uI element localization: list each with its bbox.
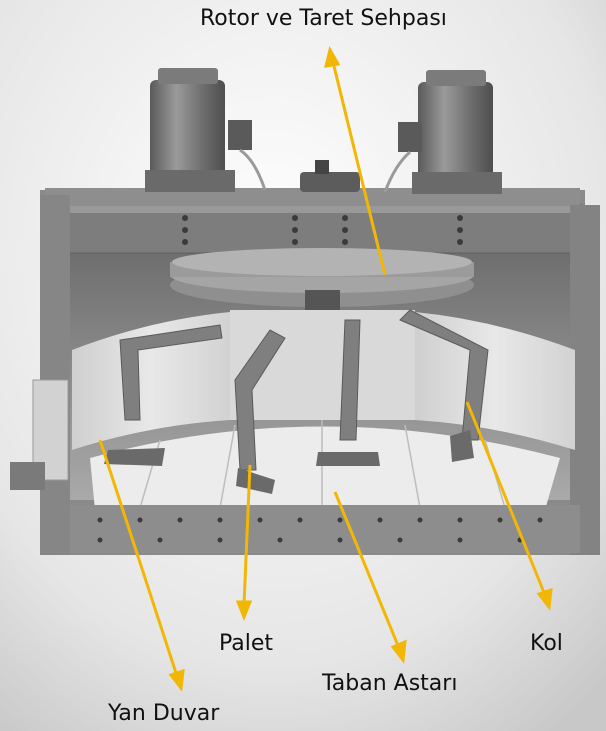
arrow-palet [242, 464, 252, 606]
arrow-rotor [331, 61, 387, 276]
side-wall [72, 310, 575, 450]
bottom-beam [70, 505, 580, 553]
arrow-kol [465, 401, 547, 596]
mixing-arms [119, 309, 489, 471]
floor-liner [90, 420, 560, 510]
label-rotor: Rotor ve Taret Sehpası [200, 6, 447, 31]
motor-right [383, 70, 502, 194]
arrow-yan-duvar [98, 439, 179, 677]
gearbox [300, 160, 360, 192]
label-taban: Taban Astarı [322, 671, 458, 696]
label-yan-duvar: Yan Duvar [108, 701, 220, 726]
electrical-box [10, 379, 69, 490]
motor-left [145, 68, 267, 192]
label-kol: Kol [530, 631, 563, 656]
pointer-arrows [98, 46, 553, 692]
arrow-taban [333, 491, 401, 649]
label-palet: Palet [219, 631, 274, 656]
paddles [104, 430, 474, 494]
beam-bolts [182, 215, 463, 245]
